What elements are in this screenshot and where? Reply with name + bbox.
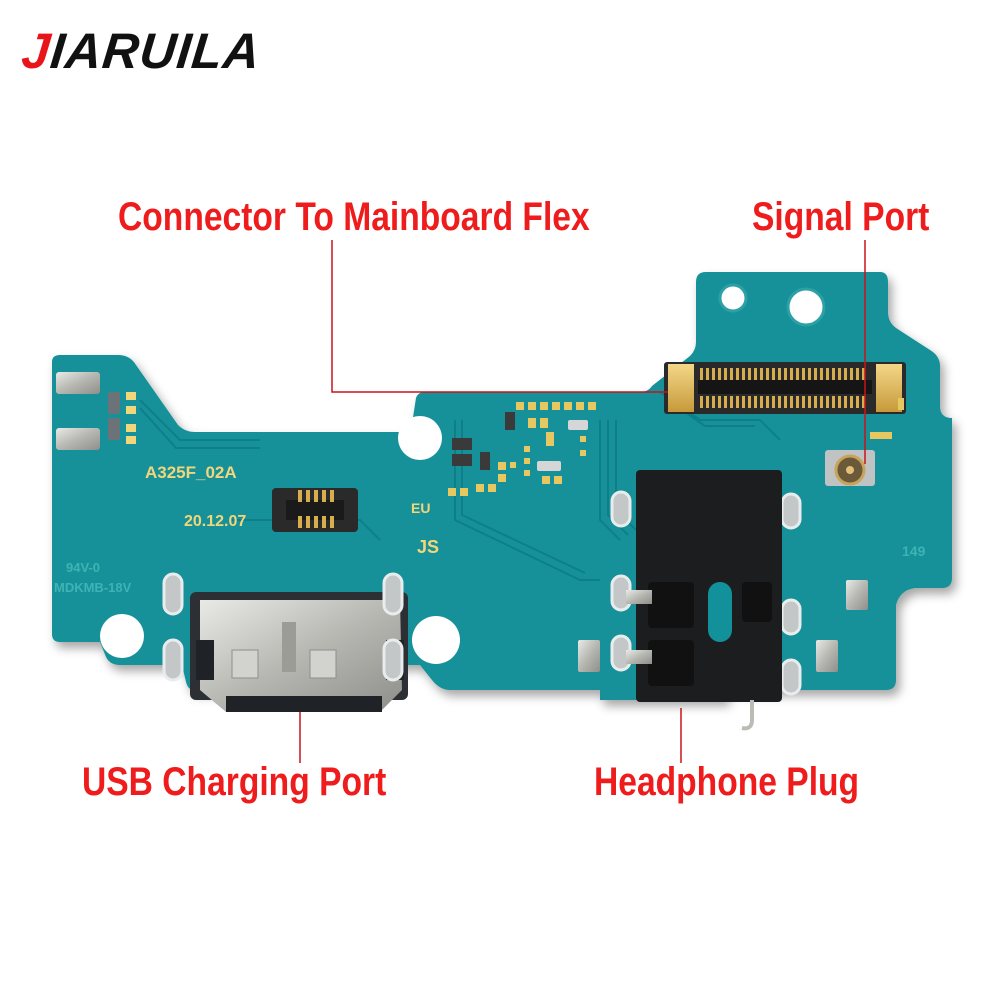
rating-silkscreen-1: 94V-0 [66, 560, 100, 575]
pcb-board [52, 272, 952, 700]
mount-hole [412, 616, 460, 664]
model-silkscreen: A325F_02A [145, 463, 237, 482]
spring-contact-left [56, 372, 136, 450]
usb-charging-port [190, 592, 408, 712]
callout-connector-label: Connector To Mainboard Flex [118, 195, 590, 239]
mount-hole [718, 283, 748, 313]
serial-silkscreen: 149 [902, 543, 926, 559]
callout-usb-label: USB Charging Port [82, 760, 387, 804]
spring-clip-right [578, 580, 868, 672]
mainboard-flex-connector [664, 362, 906, 414]
signal-port-rf-connector [825, 450, 875, 486]
gold-pad [870, 432, 892, 439]
callout-lines [299, 240, 866, 763]
solder-pads [162, 490, 802, 696]
smd-components [448, 402, 596, 496]
mount-hole [786, 287, 826, 327]
region-silkscreen: EU [411, 500, 430, 516]
callout-line-connector [331, 240, 668, 393]
marker-silkscreen: JS [417, 537, 439, 557]
mount-hole [100, 614, 144, 658]
rating-silkscreen-2: MDKMB-18V [54, 580, 132, 595]
callout-signal-label: Signal Port [752, 195, 930, 239]
headphone-jack [626, 470, 782, 731]
small-btb-connector [272, 488, 358, 532]
mount-hole [398, 416, 442, 460]
gold-pad [898, 398, 904, 410]
date-silkscreen: 20.12.07 [184, 513, 246, 530]
callout-headphone-label: Headphone Plug [594, 760, 860, 804]
